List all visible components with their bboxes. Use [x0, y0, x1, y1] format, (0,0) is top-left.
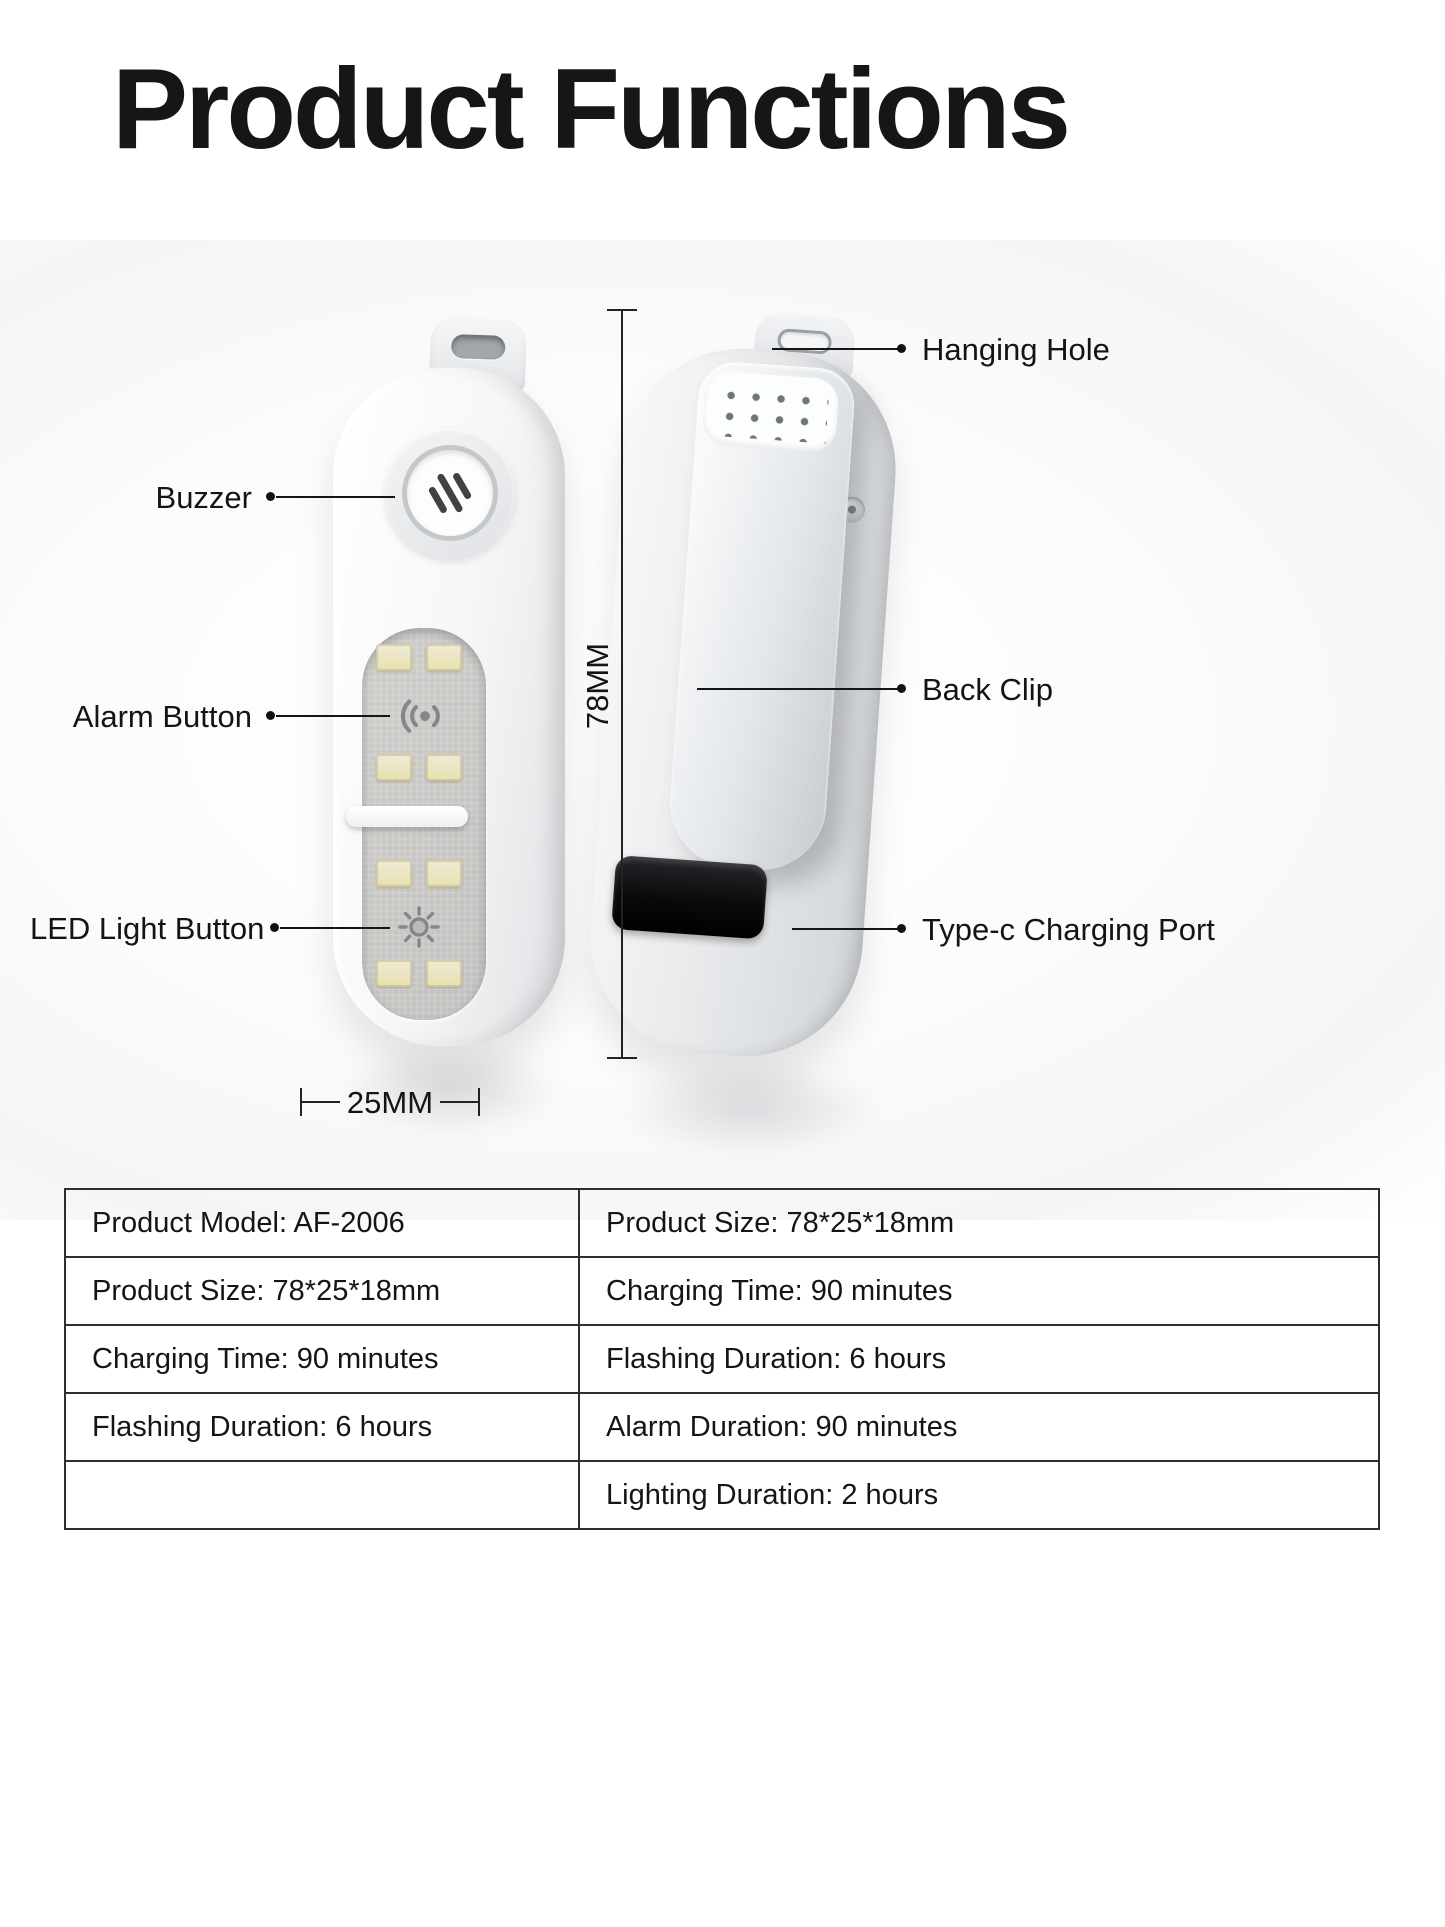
panel-divider	[346, 806, 468, 827]
callout-hanging-hole-dot	[897, 344, 906, 353]
page-title: Product Functions	[112, 46, 1071, 173]
spec-cell: Flashing Duration: 6 hours	[66, 1394, 580, 1460]
width-dimension-tick-right	[478, 1088, 480, 1116]
table-row: Flashing Duration: 6 hours Alarm Duratio…	[66, 1392, 1378, 1460]
callout-led-light-button-label: LED Light Button	[30, 911, 265, 946]
callout-buzzer-dot	[266, 492, 275, 501]
spec-table: Product Model: AF-2006 Product Size: 78*…	[64, 1188, 1380, 1530]
back-clip	[665, 359, 857, 875]
led-square	[426, 960, 462, 987]
type-c-charging-port	[611, 855, 768, 940]
callout-buzzer-label: Buzzer	[155, 480, 252, 515]
buzzer-inner-ring	[402, 445, 498, 541]
buzzer	[385, 428, 515, 558]
callout-led-light-button-line	[280, 927, 390, 929]
table-row: Lighting Duration: 2 hours	[66, 1460, 1378, 1528]
spec-cell: Product Size: 78*25*18mm	[66, 1258, 580, 1324]
callout-back-clip-label: Back Clip	[922, 672, 1053, 707]
callout-back-clip-line	[697, 688, 898, 690]
led-square	[376, 960, 412, 987]
spec-cell: Charging Time: 90 minutes	[606, 1274, 953, 1307]
callout-alarm-button-label: Alarm Button	[72, 699, 252, 734]
led-square	[376, 860, 412, 887]
callout-hanging-hole-label: Hanging Hole	[922, 332, 1110, 367]
sun-icon	[398, 906, 440, 948]
spec-cell: Flashing Duration: 6 hours	[606, 1342, 947, 1375]
back-device-body	[582, 340, 904, 1065]
width-dimension-label: 25MM	[346, 1085, 434, 1120]
alarm-sound-wave-icon	[401, 699, 440, 733]
front-device-reflection	[335, 1042, 565, 1137]
led-square	[376, 644, 412, 671]
spec-cell: Charging Time: 90 minutes	[66, 1326, 580, 1392]
callout-buzzer-line	[276, 496, 395, 498]
callout-led-light-button-dot	[270, 923, 279, 932]
callout-type-c-label: Type-c Charging Port	[922, 912, 1215, 947]
callout-back-clip-dot	[897, 684, 906, 693]
led-panel	[346, 628, 486, 1020]
callout-alarm-button-line	[276, 715, 390, 717]
width-dimension-line-left	[302, 1101, 340, 1103]
led-square	[376, 754, 412, 781]
width-dimension-tick-left	[300, 1088, 302, 1116]
grip-dots-icon	[715, 384, 830, 444]
spec-cell: Lighting Duration: 2 hours	[606, 1478, 939, 1511]
height-dimension-tick-top	[607, 309, 637, 311]
width-dimension-line-right	[440, 1101, 478, 1103]
height-dimension-label: 78MM	[580, 642, 615, 730]
table-row: Product Model: AF-2006 Product Size: 78*…	[66, 1190, 1378, 1256]
back-device	[574, 302, 926, 1081]
hanging-hole-slot	[450, 334, 506, 360]
led-square	[426, 860, 462, 887]
front-device-body	[333, 368, 565, 1046]
table-row: Charging Time: 90 minutes Flashing Durat…	[66, 1324, 1378, 1392]
table-row: Product Size: 78*25*18mm Charging Time: …	[66, 1256, 1378, 1324]
height-dimension-line	[621, 310, 623, 1058]
spec-cell: Product Model: AF-2006	[66, 1190, 580, 1256]
callout-type-c-line	[792, 928, 898, 930]
callout-alarm-button-dot	[266, 711, 275, 720]
speaker-vent-icon	[428, 472, 472, 514]
height-dimension-tick-bottom	[607, 1057, 637, 1059]
spec-cell: Alarm Duration: 90 minutes	[606, 1410, 958, 1443]
spec-cell	[66, 1462, 580, 1528]
clip-grip-pad	[701, 370, 841, 454]
back-device-reflection	[615, 1058, 885, 1158]
callout-type-c-dot	[897, 924, 906, 933]
spec-cell: Product Size: 78*25*18mm	[606, 1206, 955, 1239]
led-square	[426, 644, 462, 671]
callout-hanging-hole-line	[772, 348, 898, 350]
led-square	[426, 754, 462, 781]
